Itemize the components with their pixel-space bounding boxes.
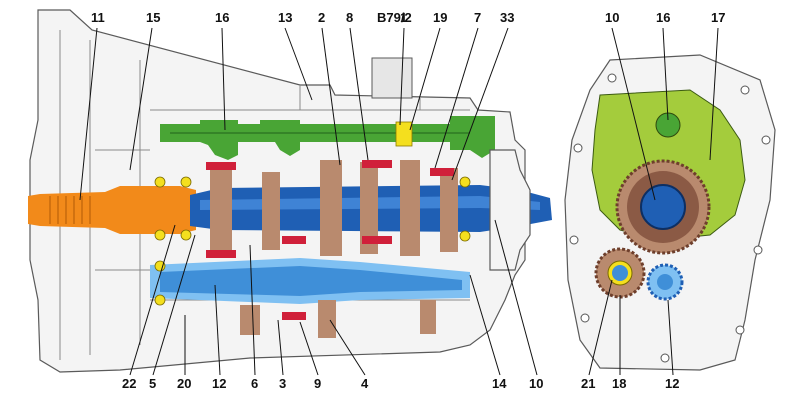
- callout-label: 3: [279, 376, 286, 391]
- callout-label: 10: [605, 10, 619, 25]
- gear-block: [440, 168, 458, 252]
- gear-block: [360, 162, 378, 254]
- gear-block: [318, 300, 336, 338]
- callout-label: 18: [612, 376, 626, 391]
- synchronizer-rings: [206, 160, 454, 320]
- gearbox-front-view: [564, 54, 776, 371]
- countershaft-core: [160, 266, 462, 296]
- callout-label: 16: [656, 10, 670, 25]
- gear-block: [320, 160, 342, 256]
- bearing: [459, 230, 471, 242]
- callout-label: 14: [492, 376, 507, 391]
- synchro-ring: [282, 312, 306, 320]
- input-shaft: [28, 186, 196, 234]
- main-shaft-end: [640, 184, 686, 230]
- gearbox-side-view: [28, 9, 552, 373]
- callout-label: 9: [314, 376, 321, 391]
- callout-label: 17: [711, 10, 725, 25]
- callout-labels: B79/2 11 15 16 13 2 8 1 19 7 33 10 16 17…: [91, 10, 725, 391]
- bolt-hole: [607, 73, 617, 83]
- bolt-hole: [573, 143, 583, 153]
- callout-label: 20: [177, 376, 191, 391]
- callout-label: 16: [215, 10, 229, 25]
- callout-label: 6: [251, 376, 258, 391]
- callout-label: 4: [361, 376, 369, 391]
- bolt-hole: [761, 135, 771, 145]
- bearing: [154, 260, 166, 272]
- shift-fork-middle: [260, 120, 300, 156]
- bearings: [154, 176, 471, 306]
- leader-lines: [79, 27, 719, 376]
- callout-label: 8: [346, 10, 353, 25]
- header-code: B79/2: [377, 10, 412, 25]
- gear-block: [400, 160, 420, 256]
- callout-label: 12: [212, 376, 226, 391]
- bearing: [180, 176, 192, 188]
- callout-label: 21: [581, 376, 595, 391]
- synchro-ring: [362, 236, 392, 244]
- callout-label: 10: [529, 376, 543, 391]
- synchro-ring: [282, 236, 306, 244]
- main-shaft-gears: [210, 160, 458, 338]
- callout-label: 15: [146, 10, 160, 25]
- synchro-ring: [206, 162, 236, 170]
- callout-label: 7: [474, 10, 481, 25]
- bolt-hole: [569, 235, 579, 245]
- synchro-ring: [362, 160, 392, 168]
- bearing: [154, 229, 166, 241]
- speed-sensor: [395, 121, 413, 147]
- synchro-ring: [206, 250, 236, 258]
- reverse-idler-core: [657, 274, 673, 290]
- callout-label: 1: [400, 10, 407, 25]
- gear-block: [262, 172, 280, 250]
- gear-block: [210, 165, 232, 255]
- shift-fork-front: [200, 120, 238, 160]
- bearing: [180, 229, 192, 241]
- callout-label: 5: [149, 376, 156, 391]
- callout-label: 2: [318, 10, 325, 25]
- bearing: [154, 294, 166, 306]
- callout-label: 11: [91, 10, 105, 25]
- bolt-hole: [660, 353, 670, 363]
- gear-block: [420, 300, 436, 334]
- sensor-housing-tower: [371, 57, 413, 99]
- callout-label: 19: [433, 10, 447, 25]
- bolt-hole: [580, 313, 590, 323]
- countershaft-gear-core: [612, 265, 628, 281]
- input-shaft-splines: [49, 196, 91, 224]
- gear-block: [240, 305, 260, 335]
- bearing: [154, 176, 166, 188]
- callout-label: 33: [500, 10, 514, 25]
- bearing: [459, 176, 471, 188]
- callout-label: 13: [278, 10, 292, 25]
- bolt-hole: [740, 85, 750, 95]
- callout-label: 12: [665, 376, 679, 391]
- shift-fork-rear: [450, 116, 495, 158]
- bolt-hole: [735, 325, 745, 335]
- synchro-ring: [430, 168, 454, 176]
- callout-label: 22: [122, 376, 136, 391]
- bolt-hole: [753, 245, 763, 255]
